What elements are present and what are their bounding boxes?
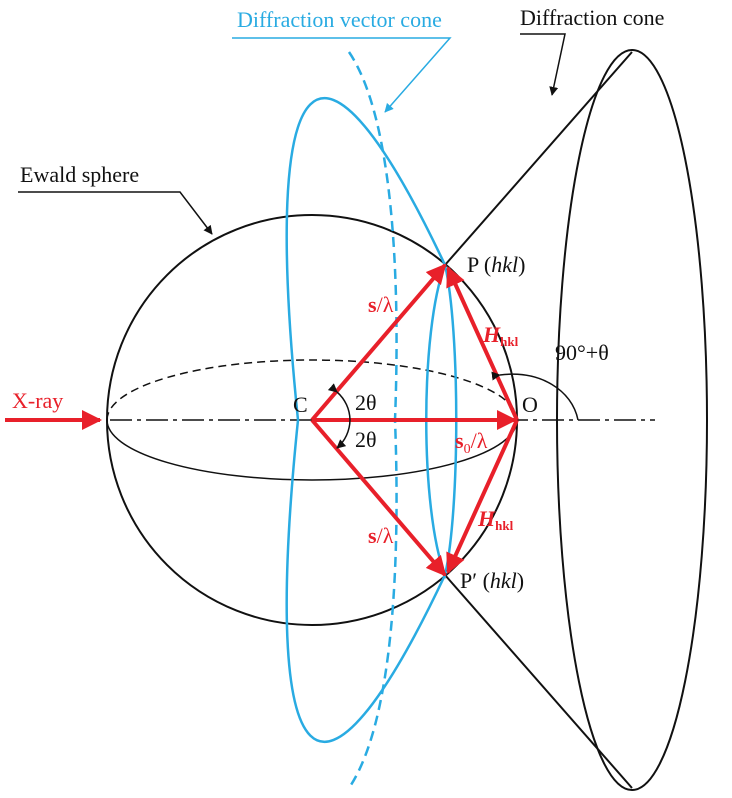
p-prime-hkl: hkl: [490, 568, 517, 593]
vector-cone-outer: [285, 97, 447, 743]
p-point: P: [467, 252, 479, 277]
s0-symbol: s: [455, 428, 464, 453]
p-prime-hkl-label: P′ (hkl): [460, 568, 524, 593]
vectors: [5, 263, 519, 577]
s-lambda-lower-label: s/λ: [368, 523, 394, 548]
leader-lines: [18, 33, 566, 235]
two-theta-upper-label: 2θ: [355, 390, 377, 415]
s0-lambda-label: s0/λ: [455, 428, 488, 457]
s0-subscript: 0: [464, 442, 471, 457]
diffraction-cone-label: Diffraction cone: [520, 5, 664, 30]
s-lambda-upper-label: s/λ: [368, 292, 394, 317]
ninety-theta-arc: [491, 371, 579, 421]
origin-label: O: [522, 392, 538, 417]
p-prime-point: P′: [460, 568, 477, 593]
s-symbol: s: [368, 292, 377, 317]
slash: /: [377, 292, 384, 317]
h-symbol: H: [482, 322, 501, 347]
h-symbol: H: [477, 506, 496, 531]
equator-front: [106, 419, 518, 481]
xray-label: X-ray: [12, 388, 63, 413]
diffraction-cone-leader: [520, 33, 566, 96]
h-subscript: hkl: [495, 518, 513, 533]
s-lambda-upper-vector: [310, 263, 447, 422]
h-hkl-upper-vector: [446, 266, 519, 421]
h-hkl-upper-label: Hhkl: [482, 322, 519, 349]
p-hkl: hkl: [491, 252, 518, 277]
diffraction-cone-upper-edge: [444, 51, 633, 266]
lambda-symbol: λ: [477, 428, 488, 453]
vector-cone-label: Diffraction vector cone: [237, 7, 442, 32]
two-theta-arcs: [327, 383, 351, 449]
s-lambda-lower-vector: [310, 418, 447, 577]
vector-cone-leader: [232, 37, 452, 113]
lambda-symbol: λ: [383, 292, 394, 317]
h-subscript: hkl: [500, 334, 518, 349]
ewald-sphere-label: Ewald sphere: [20, 162, 139, 187]
s-symbol: s: [368, 523, 377, 548]
slash: /: [377, 523, 384, 548]
equator-back: [106, 359, 518, 421]
ewald-sphere-leader: [18, 191, 213, 235]
diffraction-cone-lower-edge: [444, 574, 633, 789]
center-label: C: [293, 392, 308, 417]
ninety-theta-label: 90°+θ: [555, 340, 609, 365]
two-theta-lower-label: 2θ: [355, 427, 377, 452]
h-hkl-lower-vector: [446, 419, 519, 574]
slash: /: [471, 428, 478, 453]
lambda-symbol: λ: [383, 523, 394, 548]
h-hkl-lower-label: Hhkl: [477, 506, 514, 533]
p-hkl-label: P (hkl): [467, 252, 525, 277]
